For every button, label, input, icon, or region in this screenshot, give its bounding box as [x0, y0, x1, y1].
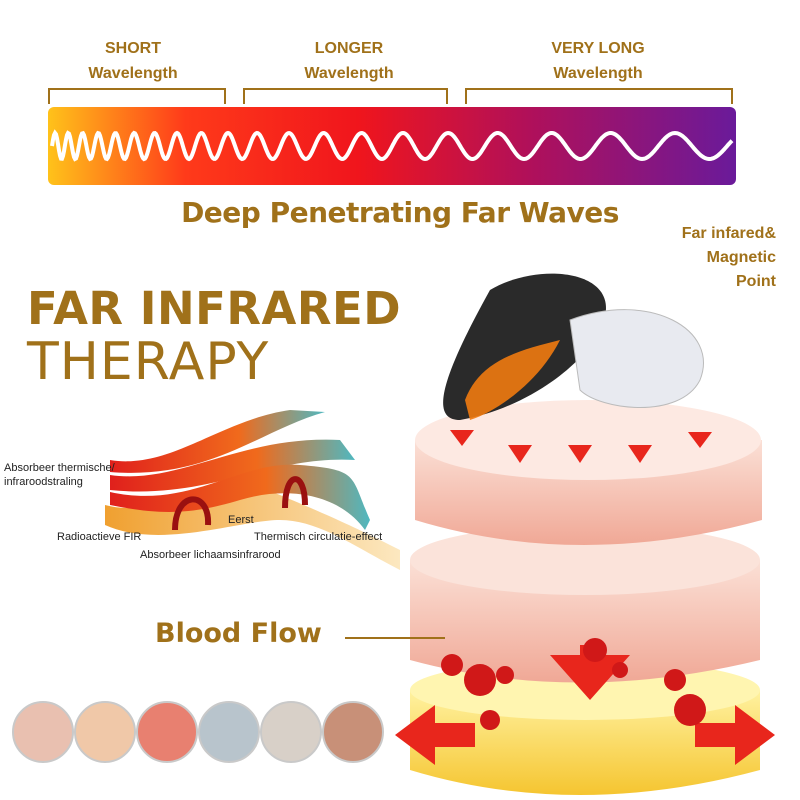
hands-icon: [260, 701, 322, 763]
headline: Deep Penetrating Far Waves: [181, 196, 619, 229]
label-line: Wavelength: [553, 65, 643, 82]
ice-pack-icon: [198, 701, 260, 763]
diagram-label: Eerst: [228, 514, 254, 526]
tissue-layers-illustration: [395, 273, 775, 795]
short-wavelength-label: SHORT Wavelength: [33, 36, 233, 86]
knee-pain-icon: [136, 701, 198, 763]
very-long-bracket: [465, 88, 733, 104]
label-line: infraroodstraling: [4, 476, 83, 488]
foot-skin-icon: [322, 701, 384, 763]
absorption-diagram: [105, 410, 400, 570]
wave-spectrum-bar: [48, 107, 736, 185]
blood-flow-pointer-line: [345, 637, 445, 639]
knees-icon: [74, 701, 136, 763]
label-line: SHORT: [105, 40, 161, 57]
sine-wave: [50, 129, 734, 162]
diagram-label: Thermisch circulatie-effect: [254, 531, 383, 543]
label-line: Point: [736, 273, 776, 290]
label-line: Absorbeer thermische/: [4, 462, 115, 474]
short-bracket: [48, 88, 226, 104]
title-therapy: THERAPY: [27, 332, 270, 392]
label-line: Wavelength: [88, 65, 178, 82]
longer-wavelength-label: LONGER Wavelength: [249, 36, 449, 86]
longer-bracket: [243, 88, 448, 104]
label-line: VERY LONG: [551, 40, 645, 57]
label-line: Far infared&: [681, 225, 776, 242]
label-line: LONGER: [314, 40, 384, 57]
label-line: Magnetic: [706, 249, 776, 266]
blood-flow-label: Blood Flow: [155, 618, 322, 649]
diagram-label: Absorbeer thermische/infraroodstraling: [4, 461, 115, 489]
diagram-label: Absorbeer lichaamsinfrarood: [140, 549, 281, 561]
diagram-label: Radioactieve FIR: [57, 531, 142, 543]
very-long-wavelength-label: VERY LONG Wavelength: [498, 36, 698, 86]
title-far-infrared: FAR INFRARED: [27, 282, 402, 335]
leg-veins-icon: [12, 701, 74, 763]
label-line: Wavelength: [304, 65, 394, 82]
